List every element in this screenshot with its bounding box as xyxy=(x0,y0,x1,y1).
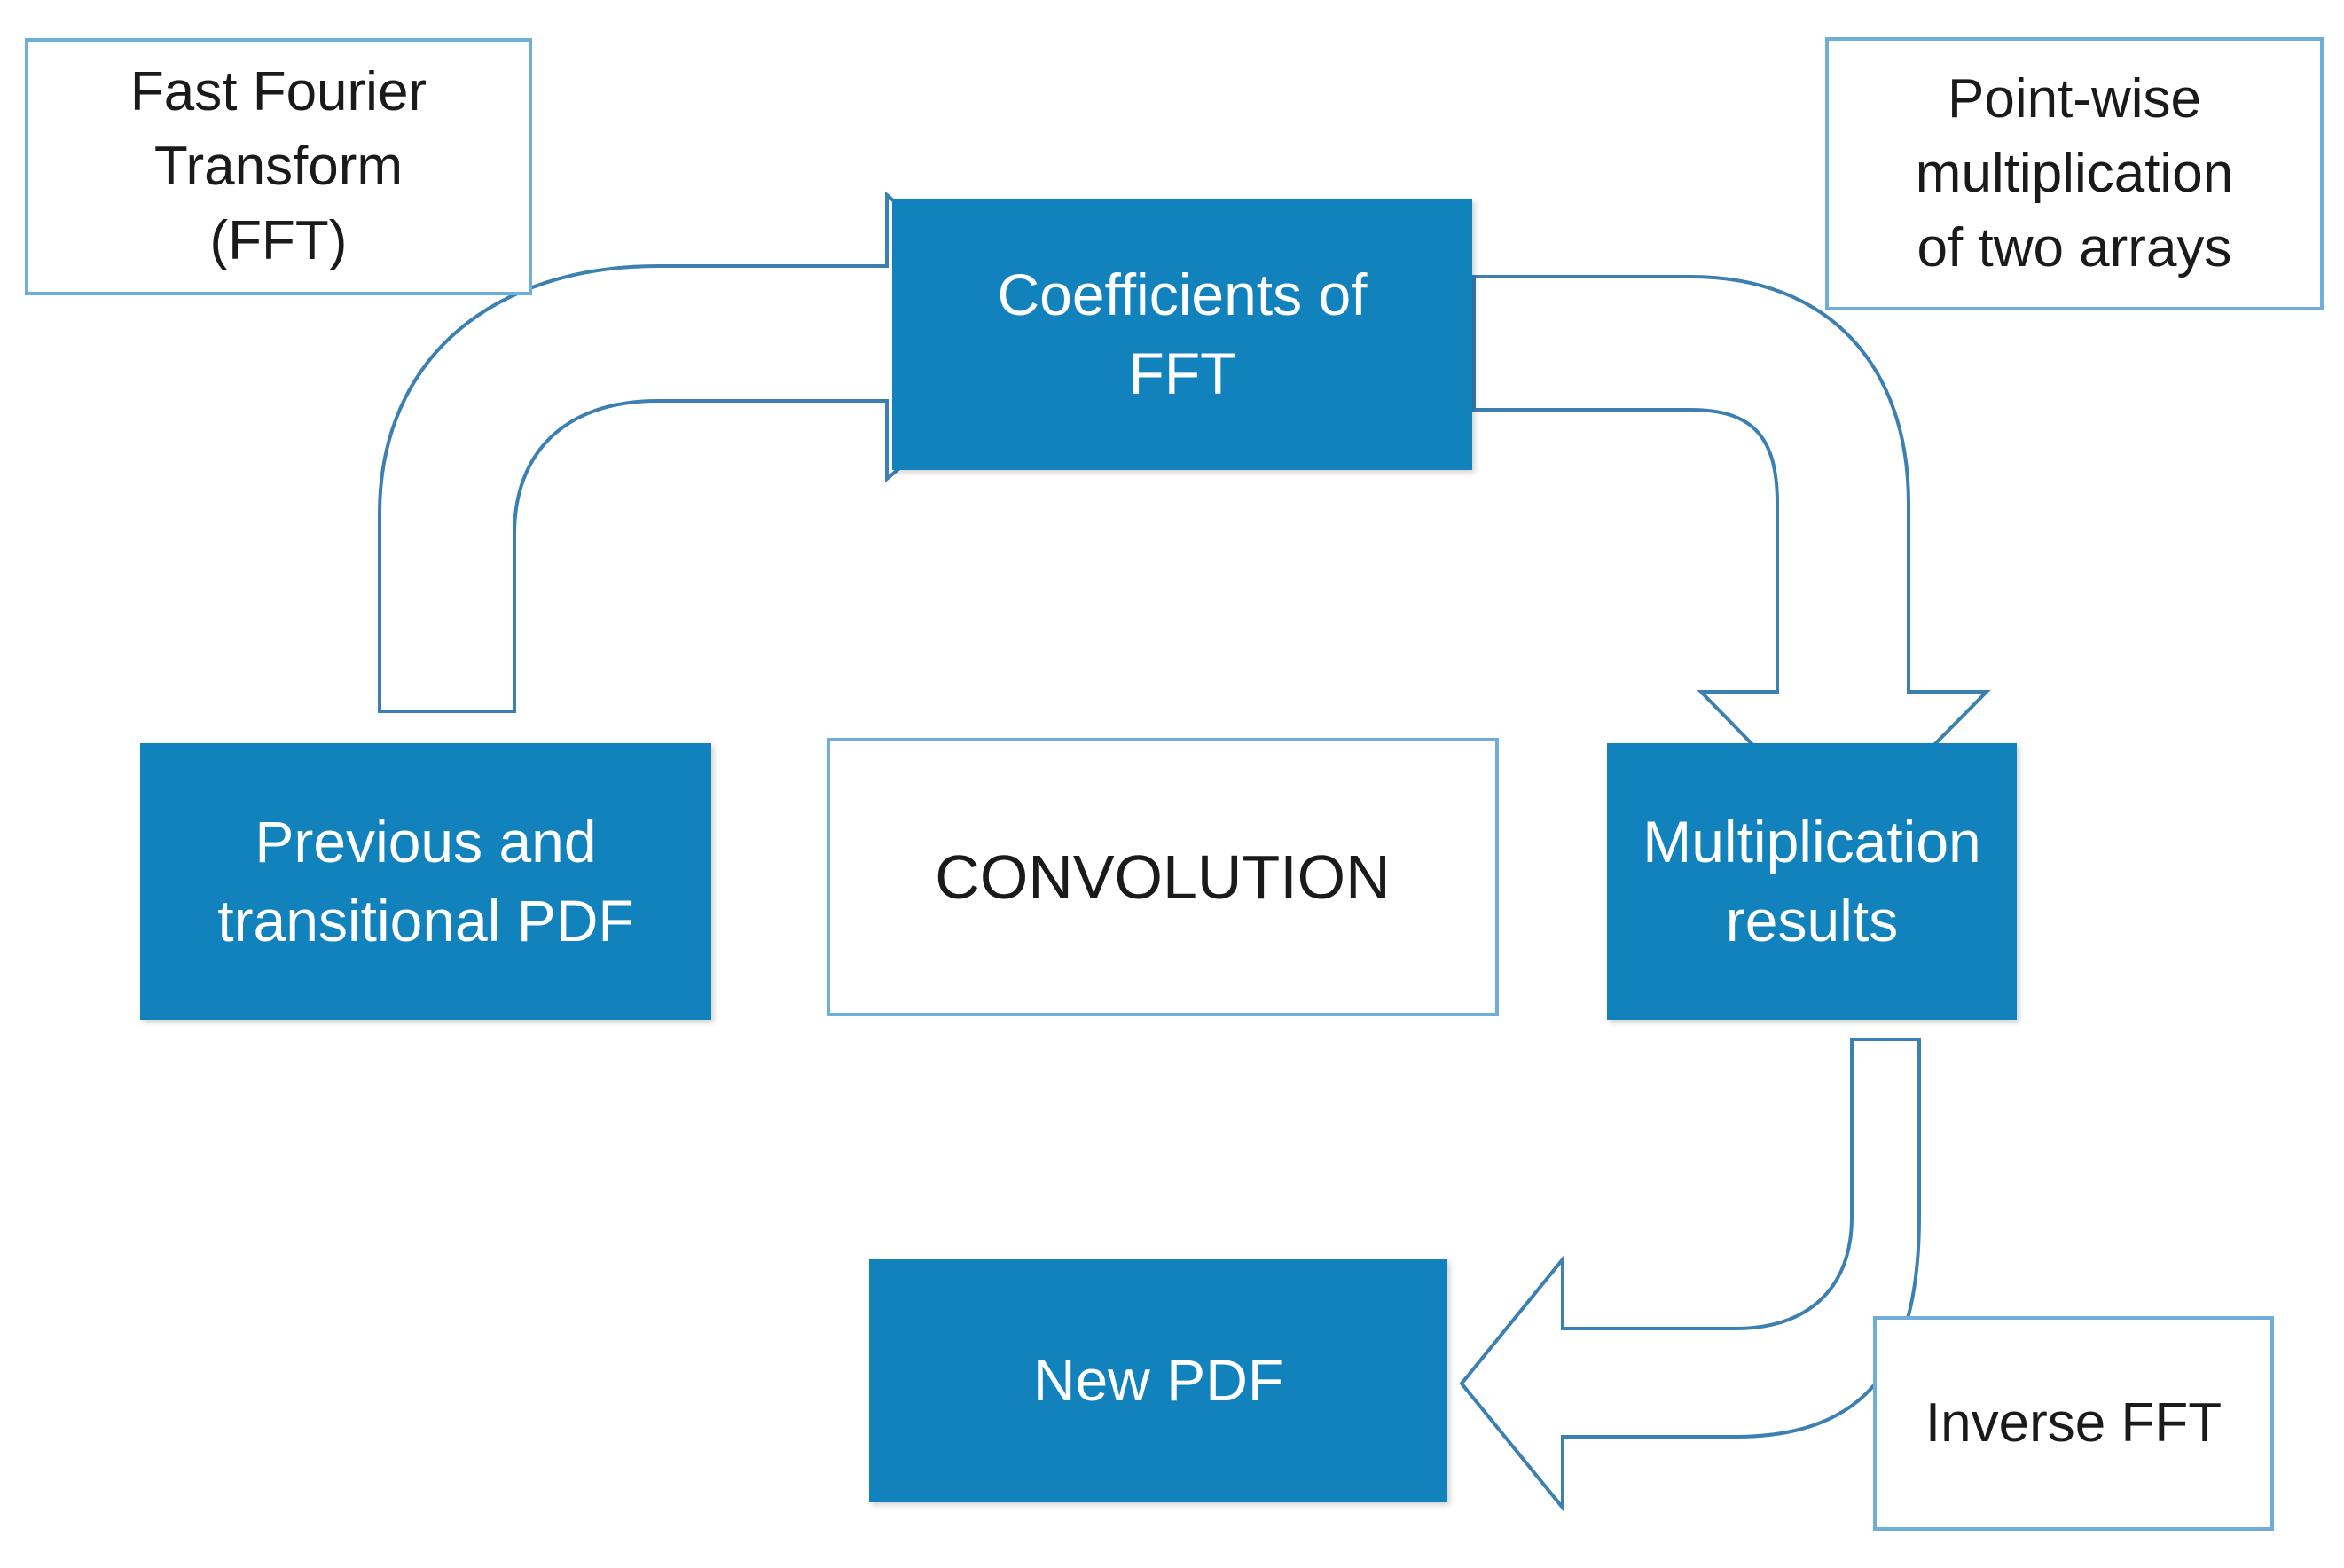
arrow-multres-to-newpdf xyxy=(1459,1038,1921,1513)
node-fast-fourier-transform[interactable]: Fast Fourier Transform (FFT) xyxy=(25,38,532,295)
node-label-point-wise-multiplication: Point-wise multiplication of two arrays xyxy=(1915,68,2234,278)
node-label-inverse-fft: Inverse FFT xyxy=(1925,1392,2222,1454)
node-previous-and-transitional-pdf[interactable]: Previous and transitional PDF xyxy=(140,743,711,1020)
node-label-multiplication-results: Multiplication results xyxy=(1642,808,1981,953)
node-label-convolution: CONVOLUTION xyxy=(935,842,1391,912)
node-label-fast-fourier-transform: Fast Fourier Transform (FFT) xyxy=(129,61,427,271)
node-label-previous-and-transitional-pdf: Previous and transitional PDF xyxy=(217,808,634,953)
node-coefficients-of-fft[interactable]: Coefficients of FFT xyxy=(892,199,1472,470)
node-convolution[interactable]: CONVOLUTION xyxy=(827,738,1499,1016)
node-multiplication-results[interactable]: Multiplication results xyxy=(1607,743,2017,1020)
node-point-wise-multiplication[interactable]: Point-wise multiplication of two arrays xyxy=(1825,37,2324,310)
node-inverse-fft[interactable]: Inverse FFT xyxy=(1873,1316,2274,1531)
node-label-coefficients-of-fft: Coefficients of FFT xyxy=(997,261,1368,406)
node-new-pdf[interactable]: New PDF xyxy=(869,1259,1447,1502)
node-label-new-pdf: New PDF xyxy=(1032,1347,1284,1414)
